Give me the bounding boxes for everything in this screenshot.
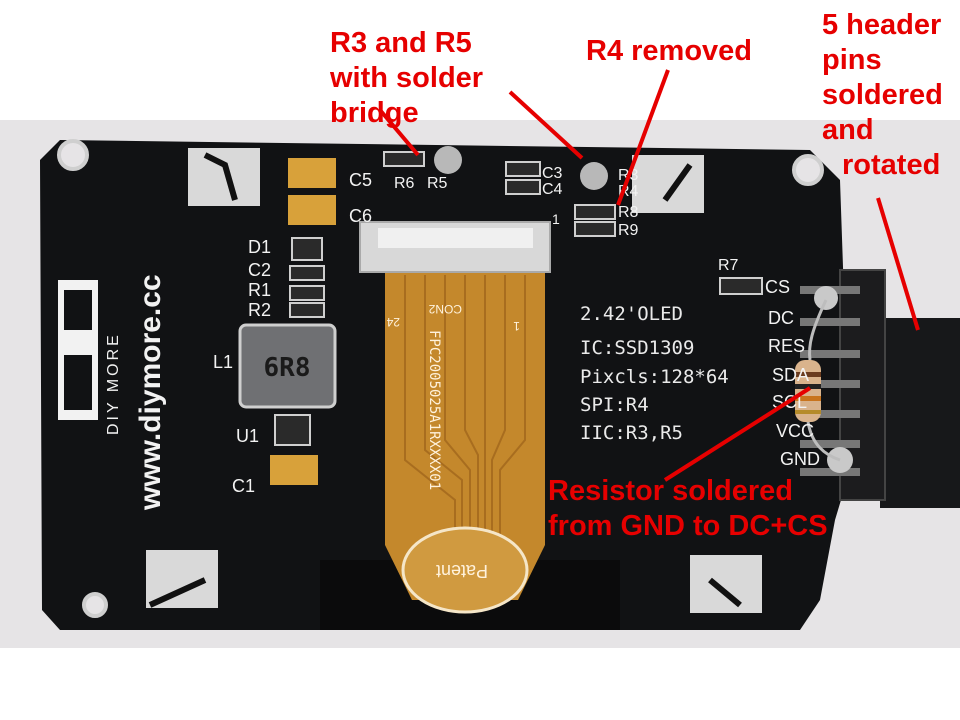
tantalum-capacitors <box>270 158 336 485</box>
fpc-connector-slot <box>378 228 533 248</box>
silk-r5: R5 <box>427 175 448 192</box>
info-iic: IIC:R3,R5 <box>580 422 683 444</box>
flex-code: FPC2005025A1RXXXX01 <box>426 330 442 490</box>
brand-small: DIY MORE <box>105 332 122 435</box>
silk-r7: R7 <box>718 257 739 274</box>
annotation-r3-r5-line-3: bridge <box>330 97 419 129</box>
info-size: 2.42'OLED <box>580 303 683 325</box>
info-ic: IC:SSD1309 <box>580 337 694 359</box>
annotation-r3-r5-line-2: with solder <box>330 62 484 94</box>
pin-gnd: GND <box>780 449 820 469</box>
silk-l1: L1 <box>213 352 233 372</box>
annotation-header-line-1: 5 header <box>822 9 942 41</box>
annotation-resistor: Resistor soldered from GND to DC+CS <box>548 474 828 544</box>
silk-c6: C6 <box>349 206 372 226</box>
pin-sda: SDA <box>772 365 809 385</box>
silk-c2: C2 <box>248 260 271 280</box>
annotation-r4: R4 removed <box>586 35 753 67</box>
silk-d1: D1 <box>248 237 271 257</box>
annotation-header-line-3: soldered <box>822 79 943 111</box>
silk-r1: R1 <box>248 280 271 300</box>
silk-r9: R9 <box>618 222 639 239</box>
annotation-header-line-5: rotated <box>842 149 941 181</box>
arrow-r4 <box>616 69 670 206</box>
annotation-header: 5 header pins soldered and rotated <box>822 8 958 183</box>
header-cable <box>880 318 960 508</box>
flex-patent: Patent <box>436 561 488 581</box>
connector-pin-1: 1 <box>552 211 560 227</box>
info-spi: SPI:R4 <box>580 394 649 416</box>
annotation-r3-r5-line-1: R3 and R5 <box>330 27 472 59</box>
smd-components <box>274 151 763 446</box>
pin-vcc: VCC <box>776 421 814 441</box>
solder-bridge-blob <box>434 146 462 174</box>
silk-left-labels: C5 C6 D1 C2 R1 R2 L1 U1 C1 <box>213 170 372 496</box>
pin-dc: DC <box>768 308 794 328</box>
dm-logo <box>58 280 98 420</box>
silk-c3: C3 <box>542 165 563 182</box>
annotation-arrows <box>378 69 920 482</box>
silk-c5: C5 <box>349 170 372 190</box>
silk-c4: C4 <box>542 181 563 198</box>
silk-r2: R2 <box>248 300 271 320</box>
pin-cs: CS <box>765 277 790 297</box>
annotation-header-line-4: and <box>822 114 874 146</box>
brand-url: www.diymore.cc <box>134 274 167 511</box>
r4-solder-blob <box>580 162 608 190</box>
corner-pads <box>146 148 762 613</box>
arrow-solder <box>508 90 584 160</box>
silk-top-labels: R6 R5 C3 C4 R3 R4 R8 R9 R7 <box>394 165 739 274</box>
annotation-r3-r5: R3 and R5 with solder bridge <box>330 26 570 131</box>
annotation-resistor-line-1: Resistor soldered <box>548 475 793 507</box>
arrow-r3-r5 <box>378 108 420 157</box>
silk-c1: C1 <box>232 476 255 496</box>
pin-res: RES <box>768 336 805 356</box>
silk-r6: R6 <box>394 175 415 192</box>
flex-patent-circle <box>401 526 529 614</box>
flex-pin-1: 1 <box>513 319 520 333</box>
flex-con2-label: CON2 <box>428 302 462 316</box>
flex-traces <box>404 275 526 560</box>
arrow-resistor <box>663 386 812 482</box>
annotation-header-line-2: pins <box>822 44 882 76</box>
inductor-marking: 6R8 <box>264 353 311 383</box>
mounting-holes <box>57 139 824 618</box>
info-pixels: Pixcls:128*64 <box>580 366 729 388</box>
silk-u1: U1 <box>236 426 259 446</box>
flex-pin-24: 24 <box>386 315 400 329</box>
annotation-resistor-line-2: from GND to DC+CS <box>548 510 828 542</box>
inductor-l1 <box>238 323 337 409</box>
silk-r8: R8 <box>618 204 639 221</box>
info-block: 2.42'OLED IC:SSD1309 Pixcls:128*64 SPI:R… <box>580 303 729 444</box>
arrow-header <box>876 197 920 331</box>
